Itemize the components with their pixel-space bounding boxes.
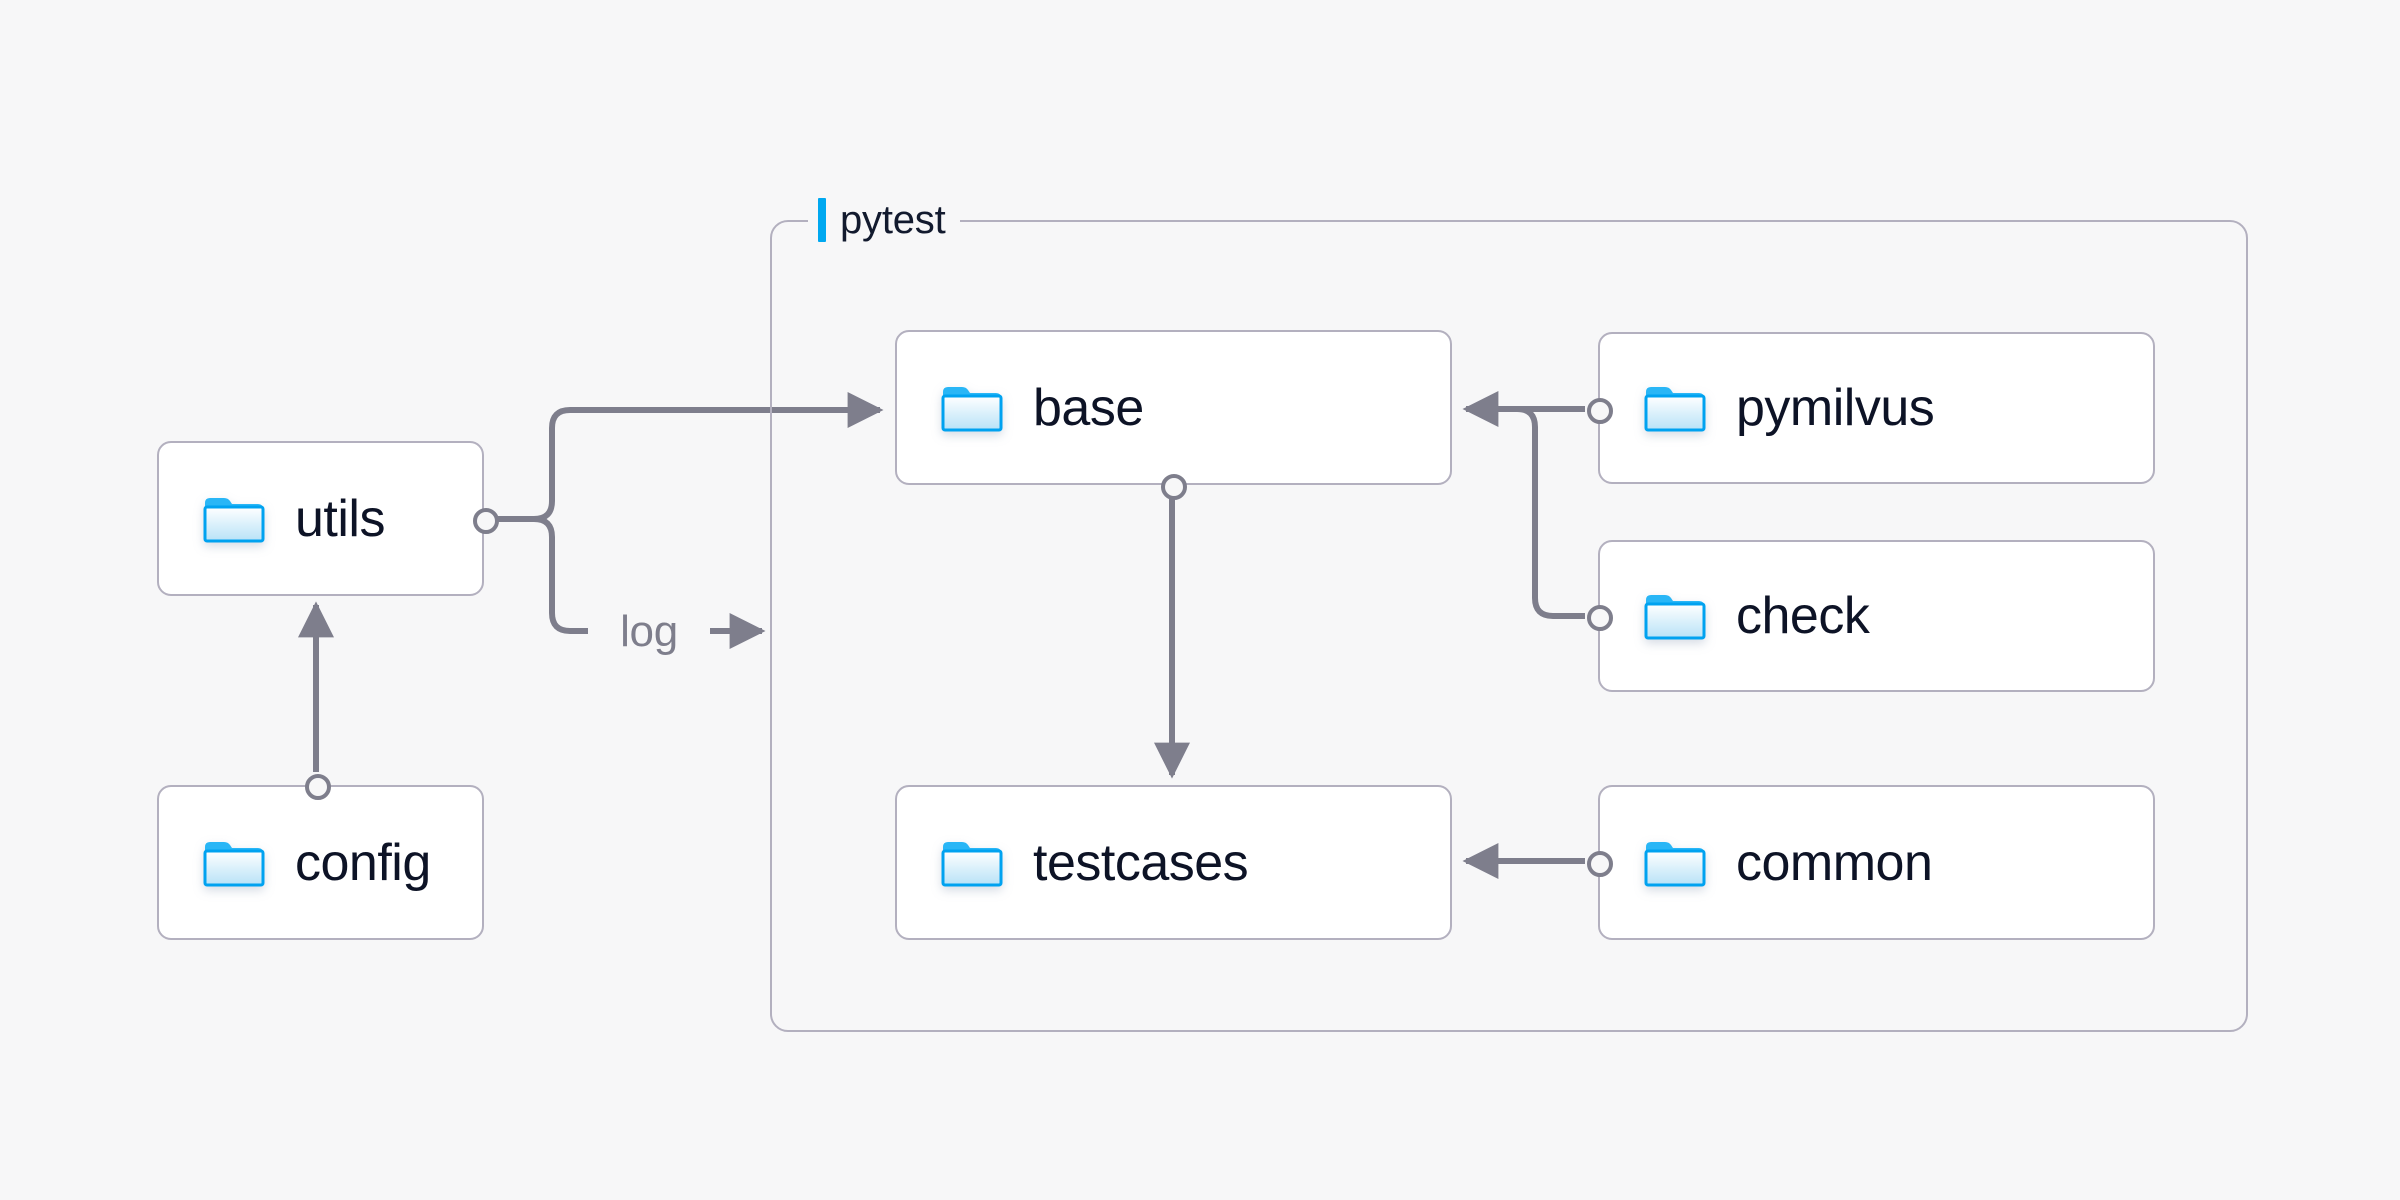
group-accent-bar-icon	[818, 198, 826, 242]
port-utils-right[interactable]	[473, 508, 499, 534]
folder-icon	[1644, 838, 1706, 888]
node-common-label: common	[1736, 833, 1933, 892]
folder-icon	[941, 383, 1003, 433]
node-check[interactable]: check	[1587, 540, 2155, 692]
node-common[interactable]: common	[1587, 785, 2155, 940]
edge-utils-to-pytest-seg1	[533, 516, 588, 634]
port-config-top[interactable]	[305, 774, 331, 800]
node-base-label: base	[1033, 378, 1144, 437]
node-utils[interactable]: utils	[157, 441, 499, 596]
group-pytest-label: pytest	[808, 192, 960, 248]
folder-icon	[1644, 383, 1706, 433]
node-pymilvus[interactable]: pymilvus	[1587, 332, 2155, 484]
node-testcases-label: testcases	[1033, 833, 1249, 892]
port-pymilvus-left[interactable]	[1587, 398, 1613, 424]
edge-label-log: log	[608, 607, 690, 657]
node-utils-label: utils	[295, 489, 385, 548]
folder-icon	[203, 838, 265, 888]
folder-icon	[203, 494, 265, 544]
node-pymilvus-label: pymilvus	[1736, 379, 1935, 437]
folder-icon	[941, 838, 1003, 888]
node-check-label: check	[1736, 587, 1870, 645]
folder-icon	[1644, 591, 1706, 641]
group-pytest-label-text: pytest	[840, 197, 946, 242]
node-testcases[interactable]: testcases	[895, 785, 1452, 940]
group-pytest[interactable]	[770, 220, 2248, 1032]
port-common-left[interactable]	[1587, 851, 1613, 877]
port-check-left[interactable]	[1587, 605, 1613, 631]
node-base[interactable]: base	[895, 330, 1452, 500]
port-base-bottom[interactable]	[1161, 474, 1187, 500]
node-config[interactable]: config	[157, 774, 484, 940]
node-config-label: config	[295, 833, 431, 892]
